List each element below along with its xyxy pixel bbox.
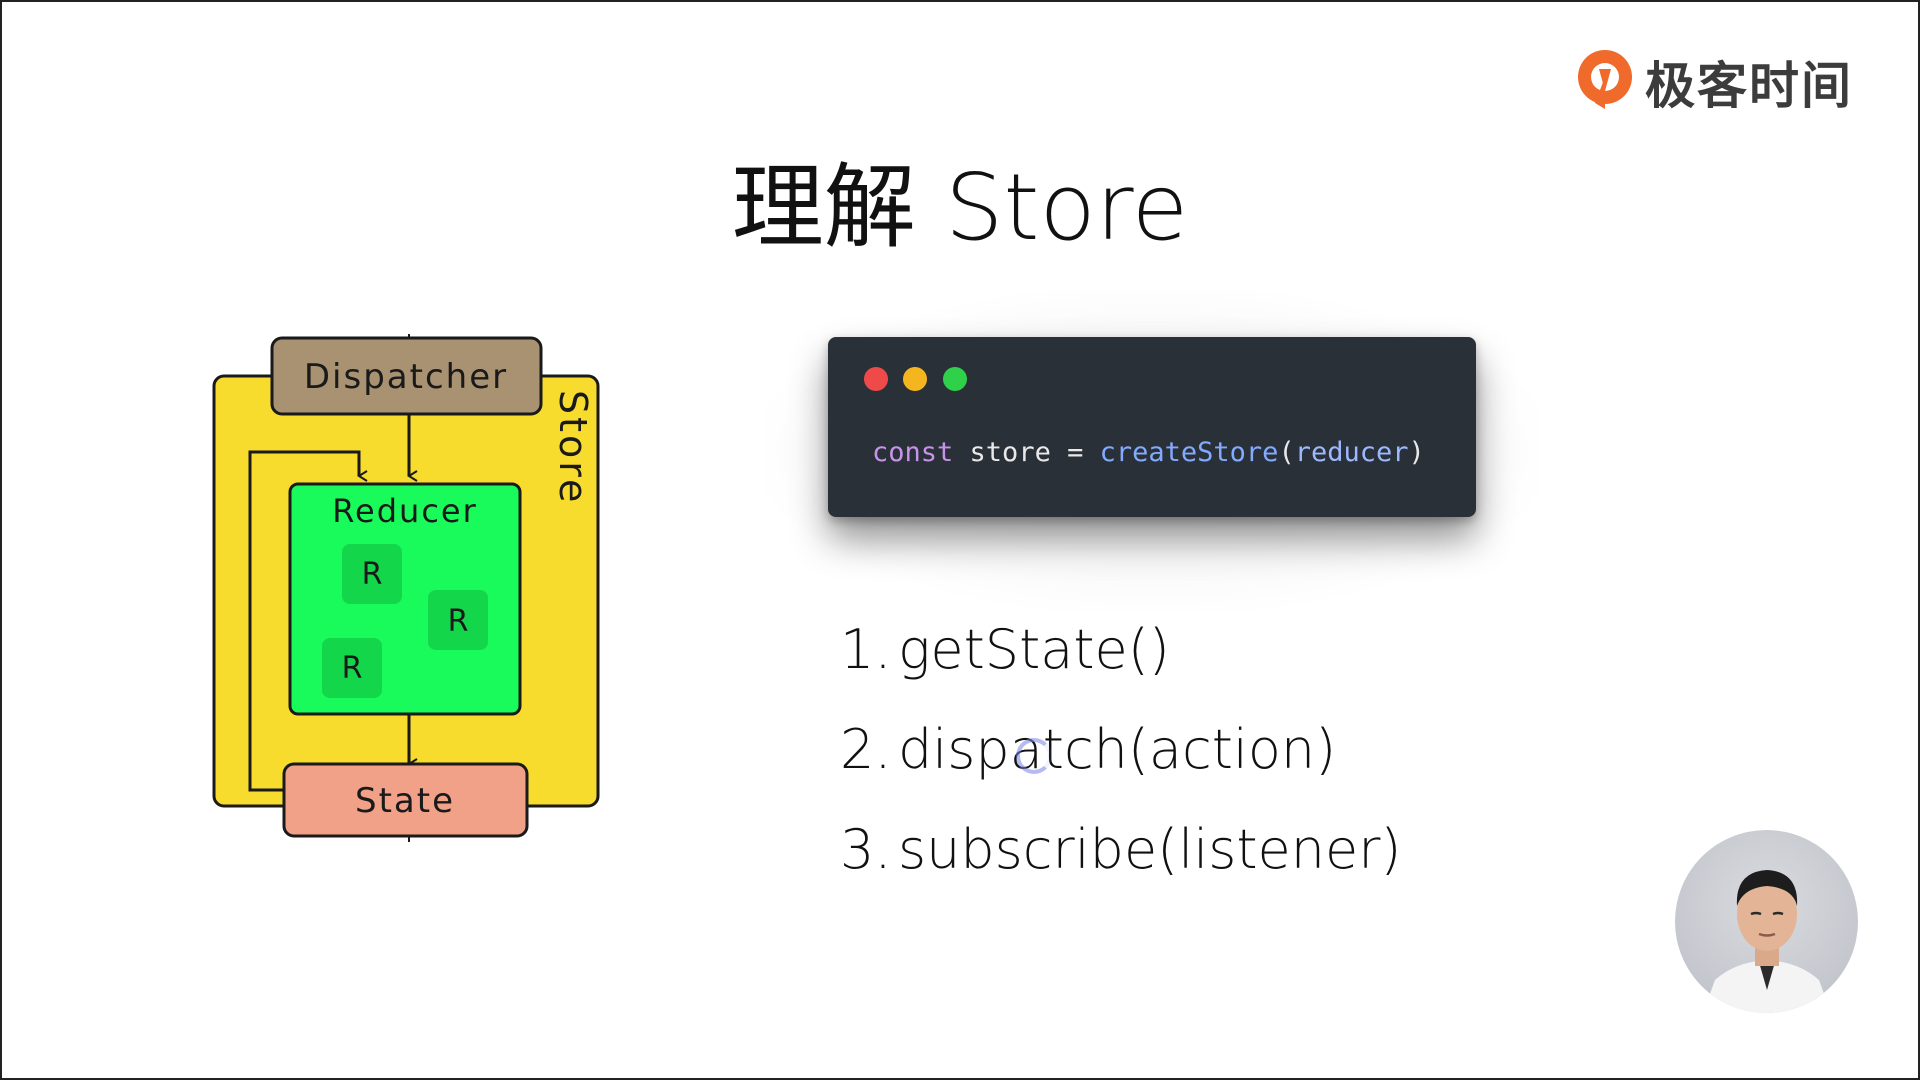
method-item: 1. getState() [840,612,1401,712]
method-item: 2. dispatch(action) [840,712,1401,812]
store-flow-diagram: Dispatcher Store Reducer R R R State [212,334,600,842]
dispatcher-box [270,336,543,416]
geektime-logo-icon [1578,50,1632,109]
code-paren-close: ) [1408,437,1425,468]
sub-reducer-3-label: R [342,651,363,686]
sub-reducer-2 [428,590,488,650]
window-maximize-dot [943,367,967,391]
window-minimize-dot [903,367,927,391]
method-number: 3. [840,818,892,881]
state-box [282,762,529,838]
presenter-figure-icon [1703,870,1831,1013]
redux-store-diagram: Dispatcher Store Reducer R R R State [200,320,620,850]
brand-name: 极客时间 [1645,57,1853,115]
code-keyword: const [872,437,954,468]
code-argument: reducer [1294,437,1409,468]
dispatcher-label: Dispatcher [304,357,508,397]
reducer-label: Reducer [332,492,478,530]
sub-reducer-1 [342,544,402,604]
brand-logo: 极客时间 [1575,44,1853,120]
loading-cursor-icon [1016,738,1052,774]
method-text: getState() [898,618,1170,681]
sub-reducer-3 [322,638,382,698]
method-item: 3. subscribe(listener) [840,812,1401,912]
code-paren-open: ( [1278,437,1295,468]
code-line: const store = createStore(reducer) [872,437,1425,468]
code-identifier: store [969,437,1051,468]
method-number: 2. [840,718,892,781]
window-close-dot [864,367,888,391]
slide-title: 理解 Store [731,153,1189,261]
method-text: subscribe(listener) [898,818,1402,881]
store-label: Store [551,390,595,505]
code-function: createStore [1099,437,1279,468]
sub-reducer-1-label: R [362,557,383,592]
method-text: dispatch(action) [898,718,1337,781]
state-label: State [355,781,455,821]
method-number: 1. [840,618,892,681]
code-operator: = [1067,437,1084,468]
sub-reducer-2-label: R [448,604,469,639]
store-methods-list: 1. getState() 2. dispatch(action) 3. sub… [840,612,1401,912]
code-window: const store = createStore(reducer) [828,337,1476,517]
presenter-video-avatar[interactable] [1675,830,1858,1013]
